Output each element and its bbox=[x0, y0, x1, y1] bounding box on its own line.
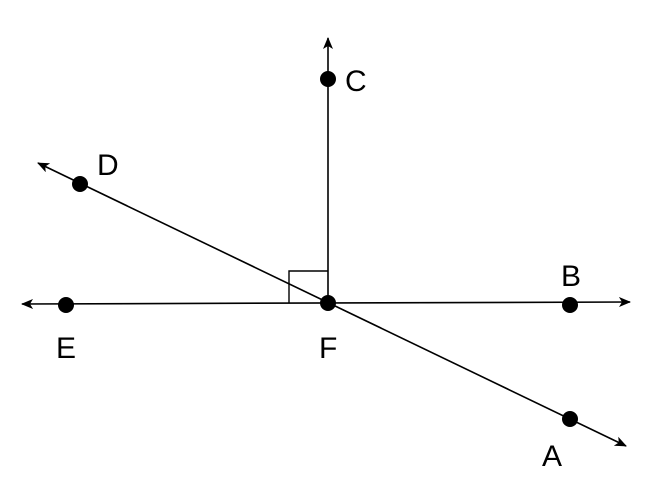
point-e-label: E bbox=[56, 332, 76, 365]
point-d-label: D bbox=[97, 149, 119, 182]
point-b-dot bbox=[562, 297, 578, 313]
point-d-dot bbox=[72, 176, 88, 192]
point-a-label: A bbox=[542, 440, 562, 473]
point-f-label: F bbox=[319, 332, 337, 365]
point-f-dot bbox=[320, 295, 336, 311]
right-angle-marker bbox=[288, 270, 328, 303]
point-c-dot bbox=[320, 71, 336, 87]
point-a-dot bbox=[562, 411, 578, 427]
point-b-label: B bbox=[561, 260, 581, 293]
point-e-dot bbox=[58, 297, 74, 313]
point-c-label: C bbox=[345, 65, 367, 98]
